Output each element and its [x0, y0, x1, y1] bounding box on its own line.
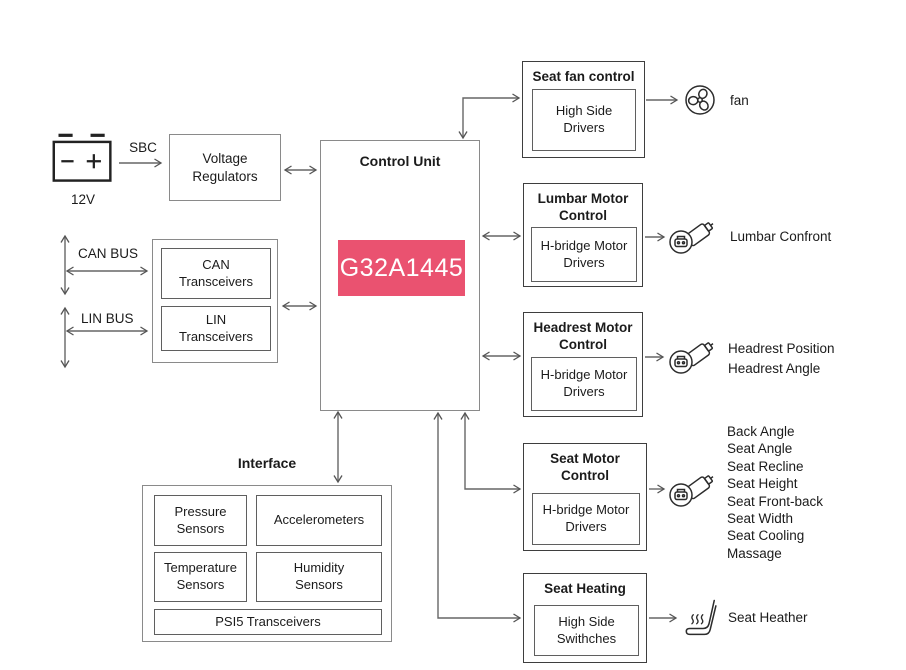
interface-box: Pressure Sensors Accelerometers Temperat… — [142, 485, 392, 642]
fan-output-label: fan — [730, 93, 749, 108]
motor-icon — [669, 475, 714, 507]
seat-heater-icon — [685, 599, 717, 636]
seat-motor-control-box: Seat Motor Control H-bridge Motor Driver… — [523, 443, 647, 551]
psi5-transceivers-box: PSI5 Transceivers — [154, 609, 382, 635]
h-bridge-drivers-box: H-bridge Motor Drivers — [531, 357, 637, 411]
high-side-switches-box: High Side Swithches — [534, 605, 639, 656]
seat-motor-output-label: Seat Recline — [727, 458, 804, 474]
seat-motor-output-label: Seat Front-back — [727, 493, 824, 509]
seat-motor-output-label: Seat Width — [727, 511, 794, 527]
lumbar-motor-control-box: Lumbar Motor Control H-bridge Motor Driv… — [523, 183, 643, 287]
seat-motor-output-labels: Back Angle Seat Angle Seat Recline Seat … — [727, 423, 823, 562]
control-unit-title: Control Unit — [359, 153, 441, 169]
motor-icon — [669, 222, 714, 254]
h-bridge-drivers-label: H-bridge Motor Drivers — [540, 237, 628, 270]
lin-bus-label: LIN BUS — [81, 311, 134, 326]
pressure-sensors-box: Pressure Sensors — [154, 495, 247, 546]
seat-motor-control-title: Seat Motor Control — [550, 451, 620, 484]
battery-icon — [52, 133, 112, 182]
voltage-regulators-box: Voltage Regulators — [169, 134, 281, 201]
transceivers-group-box: CAN Transceivers LIN Transceivers — [152, 239, 278, 363]
temperature-sensors-label: Temperature Sensors — [164, 560, 237, 592]
sbc-label: SBC — [129, 140, 157, 155]
high-side-drivers-label: High Side Drivers — [555, 103, 613, 135]
headrest-output-labels: Headrest Position Headrest Angle — [728, 339, 835, 379]
headrest-motor-control-title: Headrest Motor Control — [533, 320, 633, 353]
battery-voltage-label: 12V — [70, 192, 96, 207]
h-bridge-drivers-box: H-bridge Motor Drivers — [532, 493, 640, 545]
lumbar-output-label: Lumbar Confront — [730, 229, 832, 244]
seat-heater-output-label: Seat Heather — [728, 610, 808, 625]
humidity-sensors-box: Humidity Sensors — [256, 552, 382, 602]
voltage-regulators-label: Voltage Regulators — [192, 150, 258, 184]
can-bus-label: CAN BUS — [78, 246, 139, 261]
mcu-chip: G32A1445 — [338, 240, 465, 296]
psi5-transceivers-label: PSI5 Transceivers — [215, 613, 321, 629]
seat-motor-output-label: Massage — [727, 545, 782, 561]
seat-motor-output-label: Back Angle — [727, 424, 795, 439]
headrest-motor-control-box: Headrest Motor Control H-bridge Motor Dr… — [523, 312, 643, 417]
accelerometers-box: Accelerometers — [256, 495, 382, 546]
lin-transceivers-box: LIN Transceivers — [161, 306, 271, 351]
lumbar-motor-control-title: Lumbar Motor Control — [537, 191, 629, 224]
humidity-sensors-label: Humidity Sensors — [293, 560, 345, 592]
control-unit-box: Control Unit G32A1445 — [320, 140, 480, 411]
high-side-drivers-box: High Side Drivers — [532, 89, 636, 151]
seat-fan-control-box: Seat fan control High Side Drivers — [522, 61, 645, 158]
h-bridge-drivers-label: H-bridge Motor Drivers — [540, 367, 628, 399]
h-bridge-drivers-box: H-bridge Motor Drivers — [531, 227, 637, 282]
headrest-output-label: Headrest Angle — [728, 361, 821, 376]
seat-heating-box: Seat Heating High Side Swithches — [523, 573, 647, 663]
seat-motor-output-label: Seat Height — [727, 476, 798, 492]
high-side-switches-label: High Side Swithches — [556, 613, 617, 646]
seat-motor-output-label: Seat Angle — [727, 441, 793, 457]
motor-icon — [669, 342, 714, 374]
can-transceivers-box: CAN Transceivers — [161, 248, 271, 299]
interface-title: Interface — [237, 455, 297, 471]
seat-motor-output-label: Seat Cooling — [727, 528, 805, 544]
seat-heating-title: Seat Heating — [544, 581, 626, 596]
accelerometers-label: Accelerometers — [273, 512, 365, 528]
lin-transceivers-label: LIN Transceivers — [179, 311, 253, 344]
fan-icon — [685, 85, 715, 115]
headrest-output-label: Headrest Position — [728, 341, 835, 356]
h-bridge-drivers-label: H-bridge Motor Drivers — [542, 502, 630, 534]
pressure-sensors-label: Pressure Sensors — [174, 503, 227, 536]
temperature-sensors-box: Temperature Sensors — [154, 552, 247, 602]
can-transceivers-label: CAN Transceivers — [179, 256, 253, 289]
seat-fan-control-title: Seat fan control — [532, 69, 635, 84]
